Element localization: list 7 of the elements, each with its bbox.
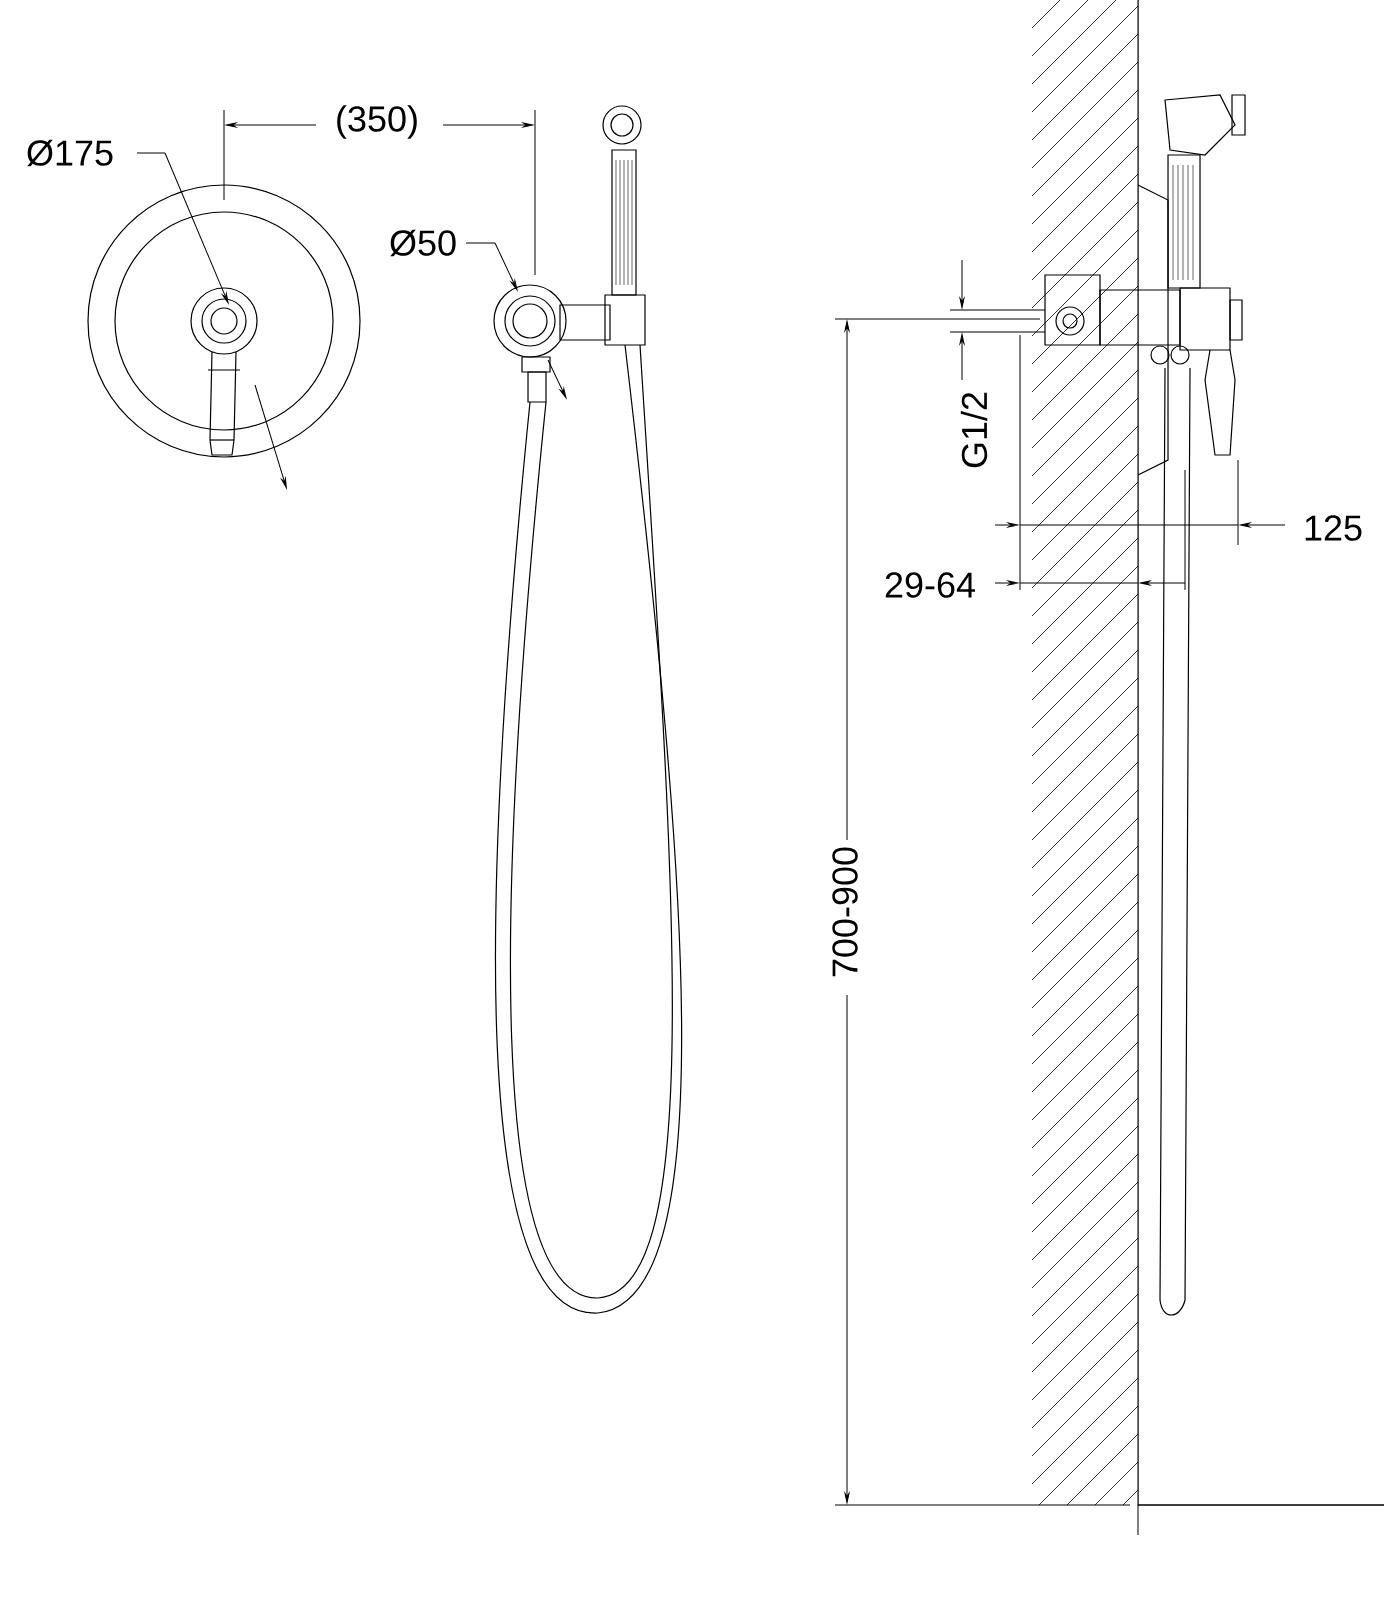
dimension-label: G1/2 bbox=[960, 392, 988, 468]
dimension-label: Ø50 bbox=[390, 229, 456, 257]
dimension-label: (350) bbox=[337, 105, 417, 139]
dimension-label: 29-64 bbox=[885, 572, 975, 598]
dimension-label: 700-900 bbox=[832, 847, 858, 977]
dimension-label: 125 bbox=[1305, 515, 1362, 541]
dimension-label: Ø175 bbox=[27, 139, 113, 167]
